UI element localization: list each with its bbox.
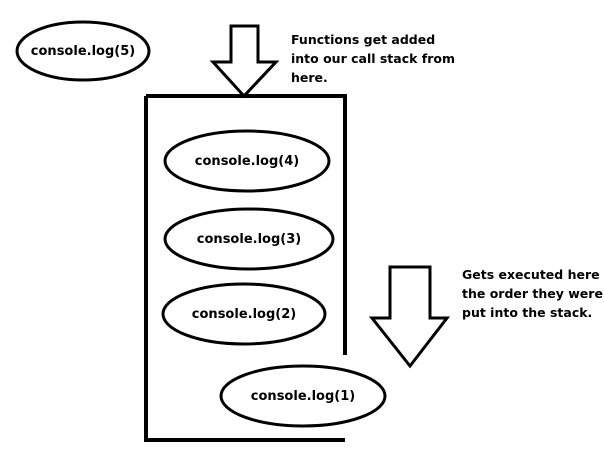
stack-item-label: console.log(3) <box>197 232 301 247</box>
execute-note-line: put into the stack. <box>462 305 593 320</box>
outside-function-ellipse <box>15 20 151 82</box>
stack-item-label: console.log(4) <box>195 154 299 169</box>
push-arrow <box>209 24 280 99</box>
stack-item-ellipse <box>163 129 331 193</box>
executing-function: console.log(1) <box>219 364 387 428</box>
call-stack-container <box>144 94 347 442</box>
push-note: Functions get added into our call stack … <box>291 30 455 87</box>
outside-function: console.log(5) <box>15 20 151 82</box>
outside-function-label: console.log(5) <box>31 44 135 59</box>
executing-function-label: console.log(1) <box>251 389 355 404</box>
stack-item: console.log(3) <box>163 207 335 271</box>
execute-note: Gets executed here in the order they wer… <box>462 265 604 322</box>
push-note-line: here. <box>291 70 328 85</box>
execute-note-line: Gets executed here in <box>462 267 604 282</box>
execute-note-line: the order they were <box>462 286 603 301</box>
stack-item-ellipse <box>163 207 335 271</box>
stack-item: console.log(4) <box>163 129 331 193</box>
stack-item-label: console.log(2) <box>192 307 296 322</box>
stack-item-ellipse <box>161 282 327 346</box>
stack-item: console.log(2) <box>161 282 327 346</box>
push-note-line: Functions get added <box>291 32 436 47</box>
execute-arrow <box>368 265 451 369</box>
push-note-line: into our call stack from <box>291 51 456 66</box>
executing-function-ellipse <box>219 364 387 428</box>
